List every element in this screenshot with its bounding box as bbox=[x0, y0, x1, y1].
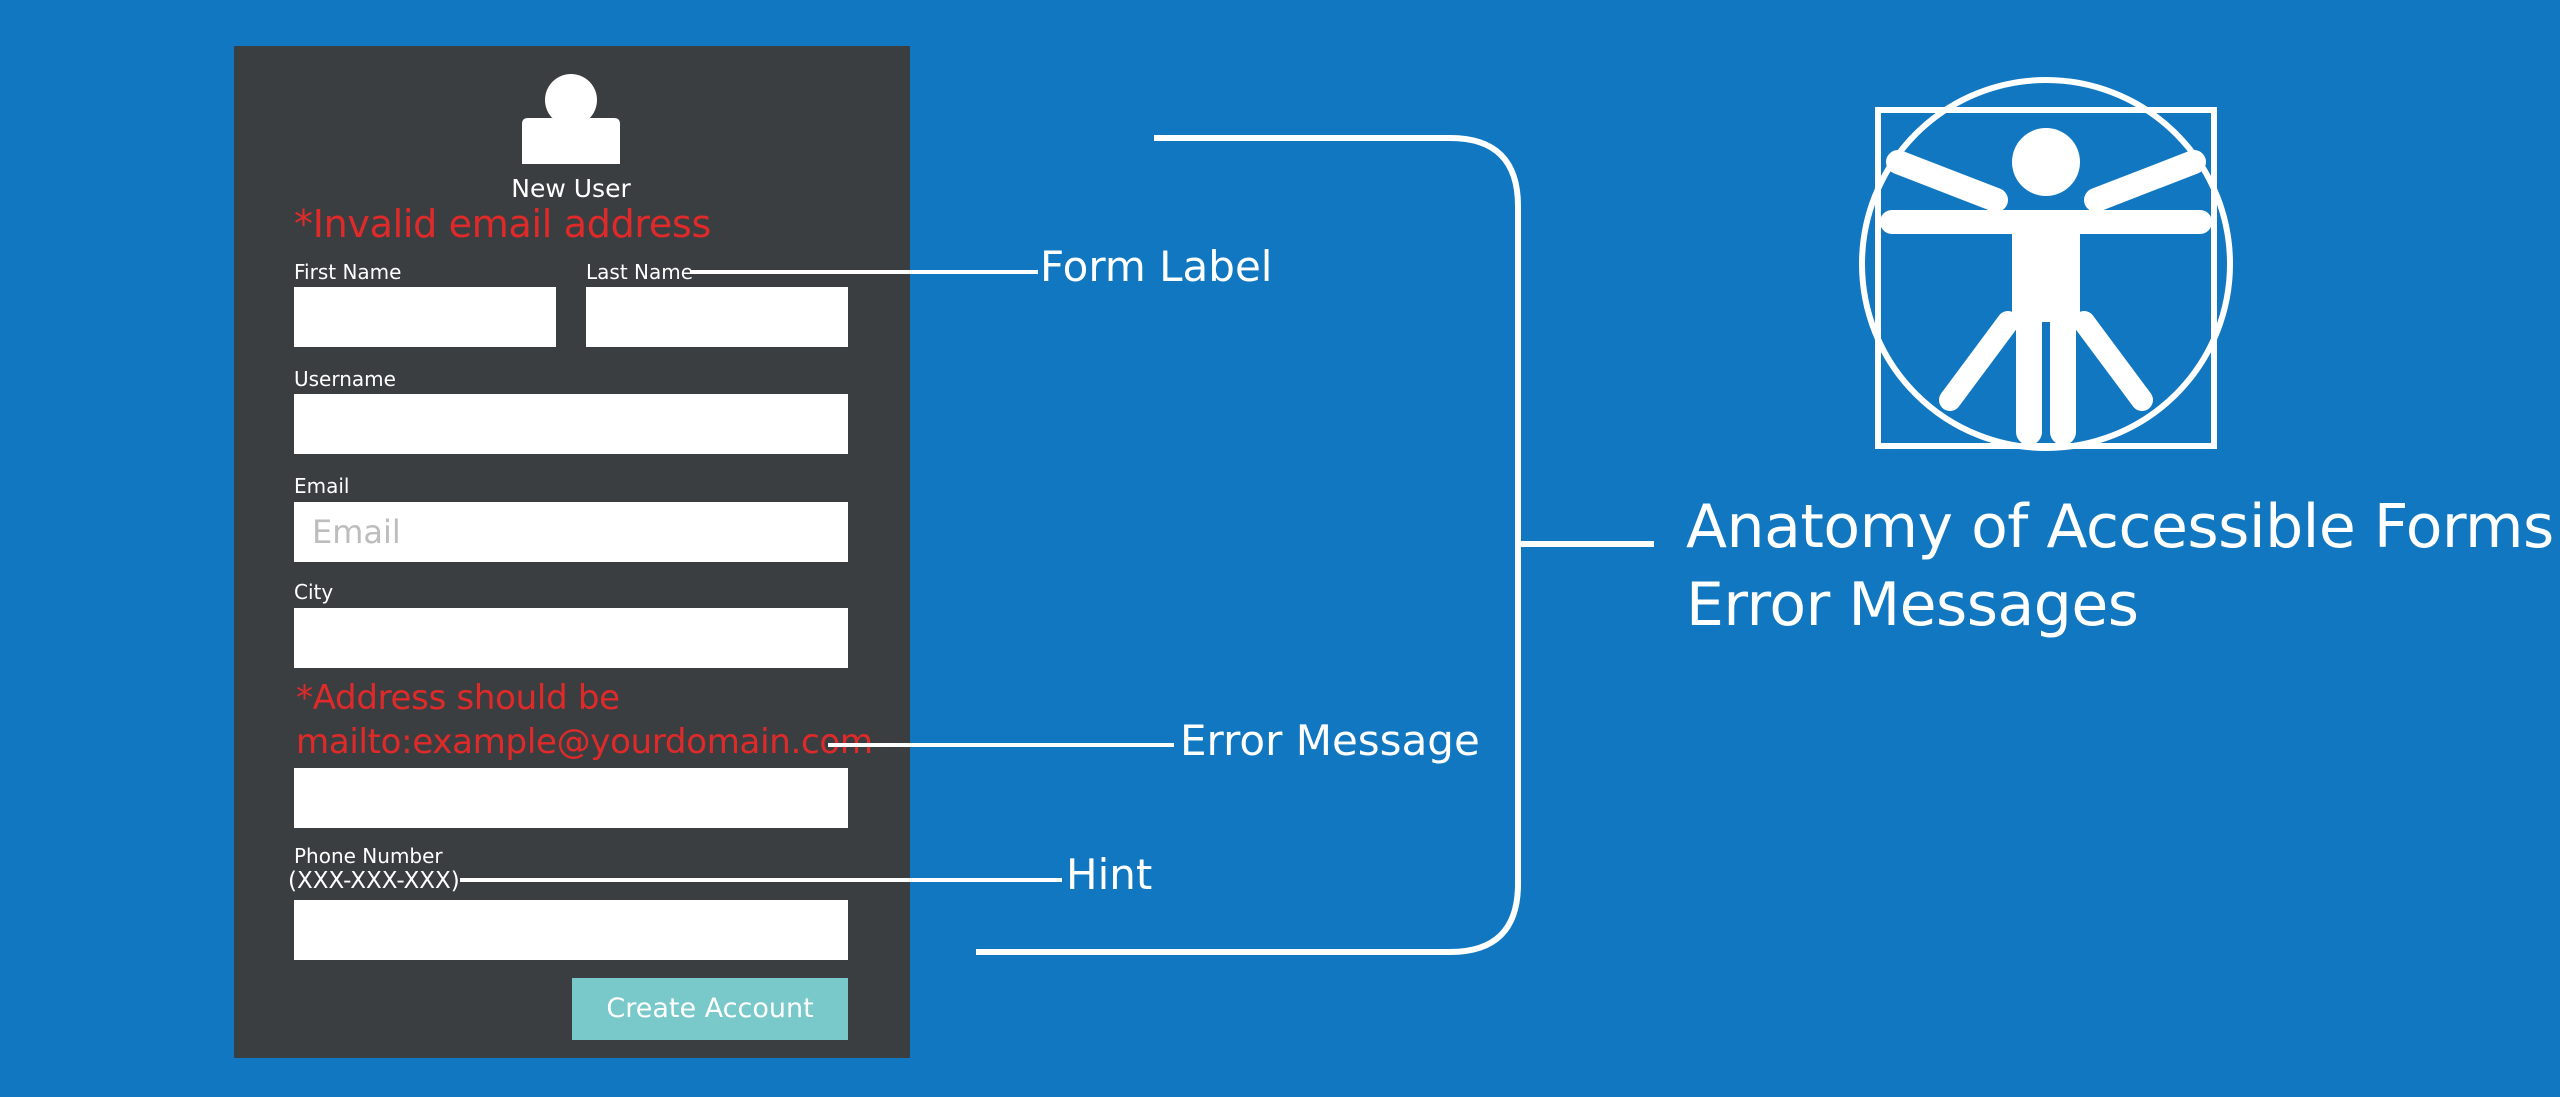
phone-number-label: Phone Number bbox=[294, 844, 443, 868]
address-error-line1: *Address should be bbox=[296, 678, 620, 718]
email-error-message: *Invalid email address bbox=[294, 202, 711, 246]
error-message-callout: Error Message bbox=[1180, 716, 1480, 765]
first-name-label: First Name bbox=[294, 260, 402, 284]
address-error-line2: mailto:example@yourdomain.com bbox=[296, 722, 873, 762]
city-input[interactable] bbox=[294, 608, 848, 668]
address-input[interactable] bbox=[294, 768, 848, 828]
city-label: City bbox=[294, 580, 334, 604]
page-title: Anatomy of Accessible Forms: Error Messa… bbox=[1686, 488, 2560, 644]
hint-callout: Hint bbox=[1066, 850, 1153, 899]
form-heading: New User bbox=[511, 174, 631, 203]
first-name-input[interactable] bbox=[294, 287, 556, 347]
last-name-label: Last Name bbox=[586, 260, 694, 284]
vitruvian-accessibility-icon bbox=[1859, 77, 2233, 451]
username-label: Username bbox=[294, 367, 396, 391]
create-account-button[interactable]: Create Account bbox=[572, 978, 848, 1040]
title-line-2: Error Messages bbox=[1686, 570, 2139, 640]
user-avatar-icon bbox=[522, 74, 620, 164]
title-line-1: Anatomy of Accessible Forms: bbox=[1686, 492, 2560, 562]
email-label: Email bbox=[294, 474, 350, 498]
form-label-callout: Form Label bbox=[1040, 242, 1273, 291]
username-input[interactable] bbox=[294, 394, 848, 454]
phone-hint: (XXX-XXX-XXX) bbox=[288, 868, 460, 894]
last-name-input[interactable] bbox=[586, 287, 848, 347]
phone-number-input[interactable] bbox=[294, 900, 848, 960]
email-input[interactable]: Email bbox=[294, 502, 848, 562]
